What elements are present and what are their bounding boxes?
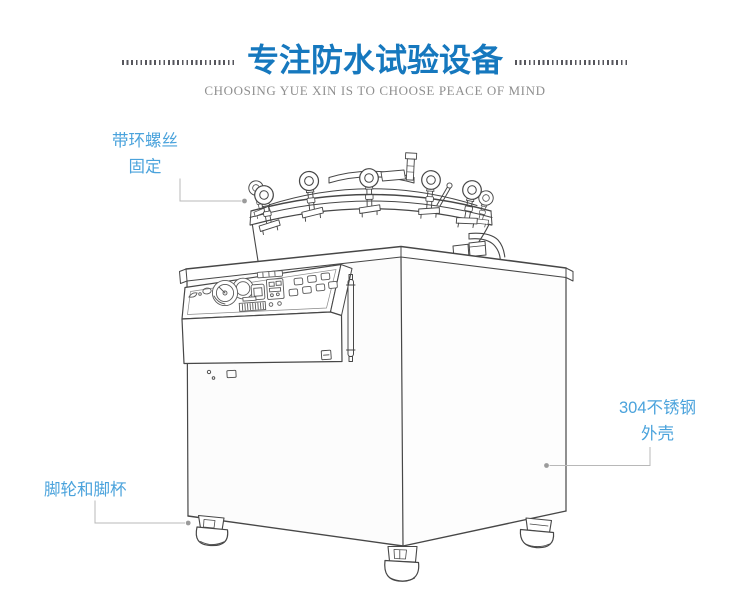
callout-shell: 304不锈钢 外壳 — [611, 396, 704, 447]
callout-shell-line2: 外壳 — [641, 424, 674, 443]
callout-dot-icon — [185, 520, 191, 526]
panel-button — [315, 283, 326, 292]
clamp-lever — [436, 182, 453, 207]
panel-button — [302, 286, 312, 294]
panel-button — [293, 277, 304, 286]
eye-bolt-icon — [417, 169, 443, 221]
panel-vent — [238, 296, 267, 312]
page-title: 专注防水试验设备 — [246, 42, 503, 78]
gauge-dial-icon — [211, 279, 239, 307]
callout-ring-screw-line2: 固定 — [128, 157, 162, 176]
eye-bolt-icon — [358, 167, 381, 218]
callout-line-casters — [94, 500, 185, 524]
caster-foot-right — [519, 517, 555, 549]
callout-dot-icon — [242, 198, 247, 204]
level-gauge-tube — [346, 274, 356, 362]
panel-button — [320, 272, 331, 281]
panel-button — [307, 275, 317, 283]
panel-display — [265, 278, 285, 300]
panel-display — [250, 283, 266, 301]
lid-valve-stem — [404, 152, 418, 181]
panel-button — [328, 281, 338, 289]
panel-controls — [188, 270, 338, 312]
callout-line-shell — [549, 447, 651, 466]
panel-label-strip — [256, 270, 283, 279]
panel-button — [202, 287, 212, 295]
callout-dot-icon — [544, 463, 549, 468]
dotted-divider-right-icon — [515, 59, 628, 65]
lid-handle — [328, 169, 415, 184]
control-panel — [181, 263, 353, 380]
dotted-divider-left-icon — [121, 59, 235, 65]
section-header: 专注防水试验设备 CHOOSING YUE XIN IS TO CHOOSE P… — [0, 42, 750, 99]
callout-ring-screw-line1: 带环螺丝 — [112, 132, 178, 150]
callout-casters-label: 脚轮和脚杯 — [44, 481, 127, 499]
title-row: 专注防水试验设备 — [0, 42, 750, 78]
panel-screws — [206, 349, 332, 380]
callout-line-ring-screw — [179, 178, 242, 202]
panel-button — [288, 288, 299, 297]
caster-foot-left — [195, 514, 229, 547]
pressure-vessel — [246, 152, 506, 263]
callout-shell-line1: 304不锈钢 — [618, 399, 697, 417]
cabinet-right-face — [401, 257, 566, 546]
callout-ring-screw: 带环螺丝 固定 — [102, 129, 188, 180]
page-subtitle: CHOOSING YUE XIN IS TO CHOOSE PEACE OF M… — [204, 83, 546, 98]
callout-casters: 脚轮和脚杯 — [44, 478, 127, 504]
caster-foot-front — [384, 545, 420, 582]
